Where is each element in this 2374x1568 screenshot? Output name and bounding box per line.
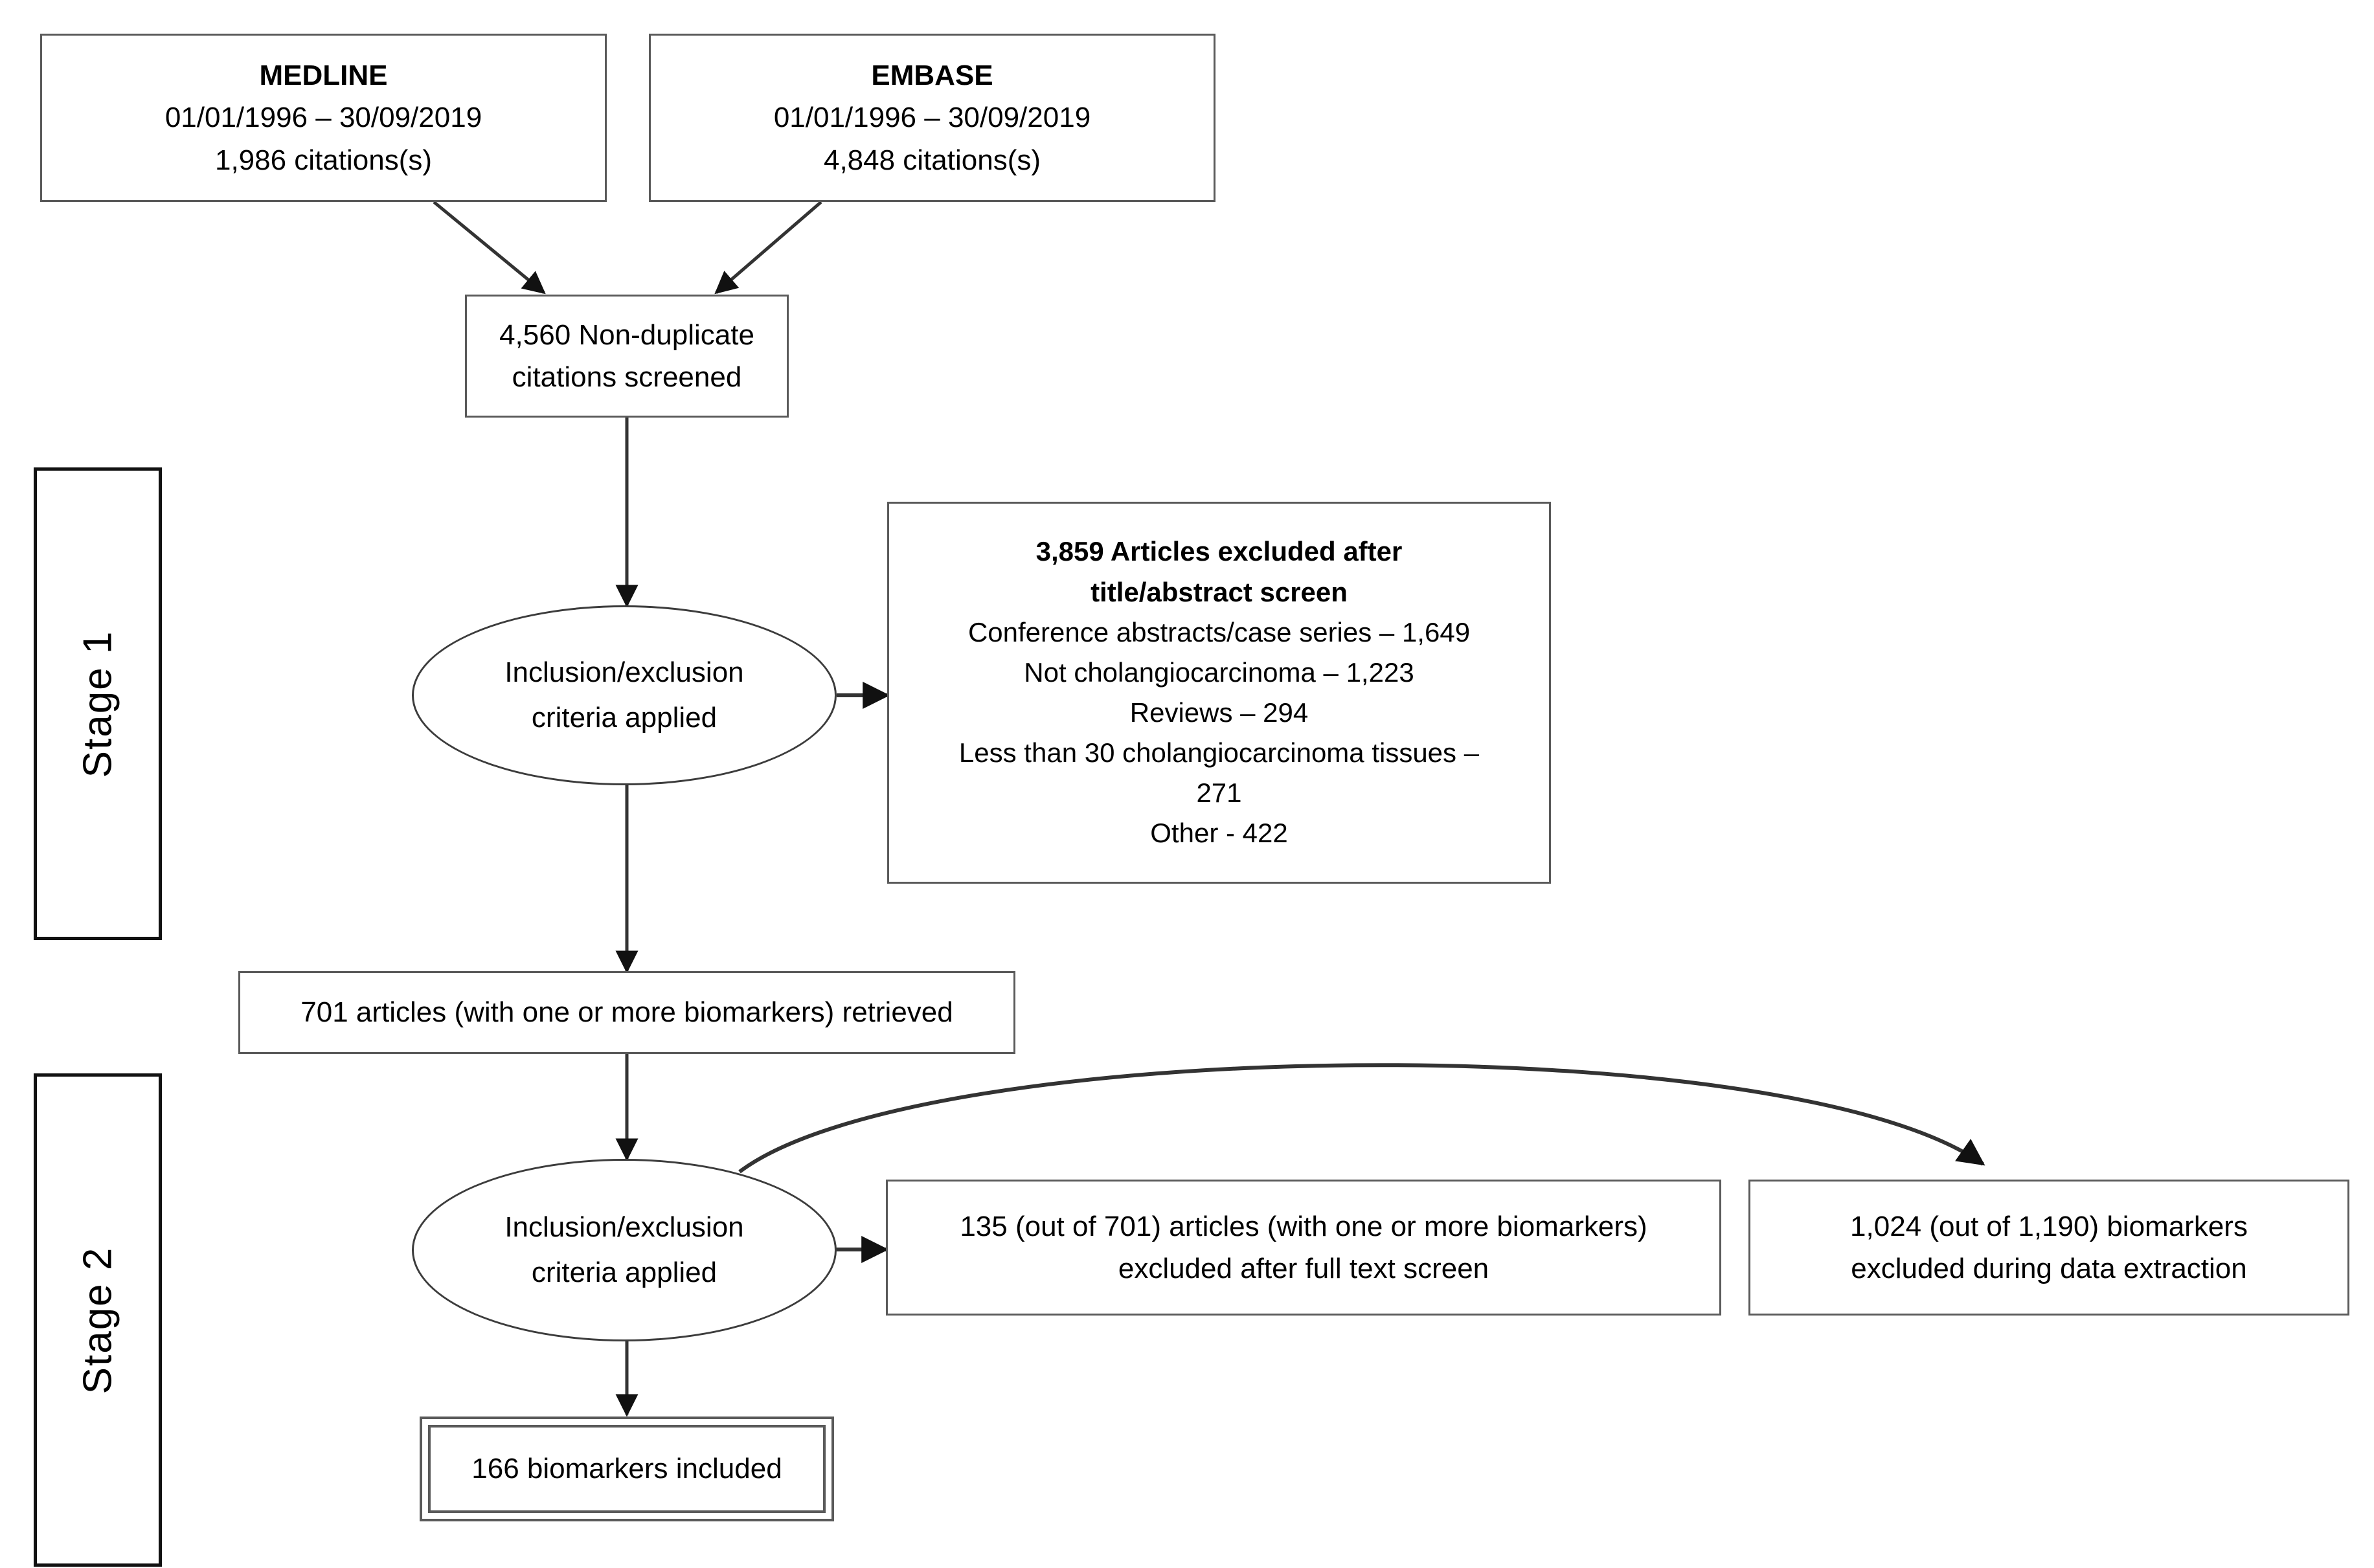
criteria2-line-1: Inclusion/exclusion — [504, 1211, 744, 1243]
medline-name: MEDLINE — [259, 60, 388, 92]
node-excluded-after-title-abstract: 3,859 Articles excluded after title/abst… — [887, 502, 1551, 884]
node-criteria-applied-stage-2: Inclusion/exclusion criteria applied — [412, 1159, 837, 1341]
non-duplicate-line-2: citations screened — [512, 361, 742, 393]
excluded-extraction-line-2: excluded during data extraction — [1851, 1253, 2247, 1284]
non-duplicate-line-1: 4,560 Non-duplicate — [499, 319, 754, 351]
node-medline: MEDLINE 01/01/1996 – 30/09/2019 1,986 ci… — [40, 34, 607, 202]
edge-medline-to-nonduplicate — [433, 201, 546, 295]
excluded-reason-2: Not cholangiocarcinoma – 1,223 — [1024, 656, 1414, 688]
excluded-heading-line-1: 3,859 Articles excluded after — [1035, 536, 1403, 567]
excluded-reason-4: Less than 30 cholangiocarcinoma tissues … — [958, 737, 1480, 768]
node-embase: EMBASE 01/01/1996 – 30/09/2019 4,848 cit… — [649, 34, 1215, 202]
edge-criteria2-to-excludedextraction-curve — [738, 1063, 1985, 1174]
criteria2-line-2: criteria applied — [531, 1257, 718, 1288]
excluded-fulltext-line-2: excluded after full text screen — [1118, 1253, 1489, 1284]
node-excluded-during-data-extraction: 1,024 (out of 1,190) biomarkers excluded… — [1748, 1180, 2349, 1316]
retrieved-text: 701 articles (with one or more biomarker… — [300, 996, 953, 1029]
criteria1-line-1: Inclusion/exclusion — [504, 656, 744, 688]
embase-citations: 4,848 citations(s) — [823, 144, 1041, 176]
included-text: 166 biomarkers included — [471, 1453, 782, 1485]
medline-citations: 1,986 citations(s) — [214, 144, 433, 176]
excluded-heading-line-2: title/abstract screen — [1091, 576, 1348, 607]
medline-date-range: 01/01/1996 – 30/09/2019 — [164, 102, 482, 134]
stage-rail-stage-2: Stage 2 — [34, 1073, 162, 1567]
excluded-reason-5: 271 — [1196, 778, 1242, 809]
excluded-extraction-line-1: 1,024 (out of 1,190) biomarkers — [1850, 1210, 2248, 1242]
embase-date-range: 01/01/1996 – 30/09/2019 — [773, 102, 1091, 134]
excluded-fulltext-line-1: 135 (out of 701) articles (with one or m… — [960, 1210, 1647, 1242]
excluded-reason-6: Other - 422 — [1150, 818, 1288, 849]
excluded-reason-3: Reviews – 294 — [1129, 697, 1309, 728]
stage-2-label: Stage 2 — [75, 1246, 120, 1394]
node-non-duplicate-citations: 4,560 Non-duplicate citations screened — [465, 295, 789, 418]
stage-rail-stage-1: Stage 1 — [34, 467, 162, 940]
embase-name: EMBASE — [871, 60, 993, 92]
node-criteria-applied-stage-1: Inclusion/exclusion criteria applied — [412, 605, 837, 785]
edge-embase-to-nonduplicate — [714, 201, 822, 295]
excluded-reason-1: Conference abstracts/case series – 1,649 — [967, 616, 1471, 647]
biomarkers-included-inner: 166 biomarkers included — [428, 1425, 826, 1513]
criteria1-line-2: criteria applied — [531, 702, 718, 734]
node-excluded-after-full-text: 135 (out of 701) articles (with one or m… — [886, 1180, 1721, 1316]
node-biomarkers-included: 166 biomarkers included — [420, 1417, 834, 1521]
stage-1-label: Stage 1 — [75, 630, 120, 778]
node-articles-retrieved: 701 articles (with one or more biomarker… — [238, 971, 1015, 1054]
